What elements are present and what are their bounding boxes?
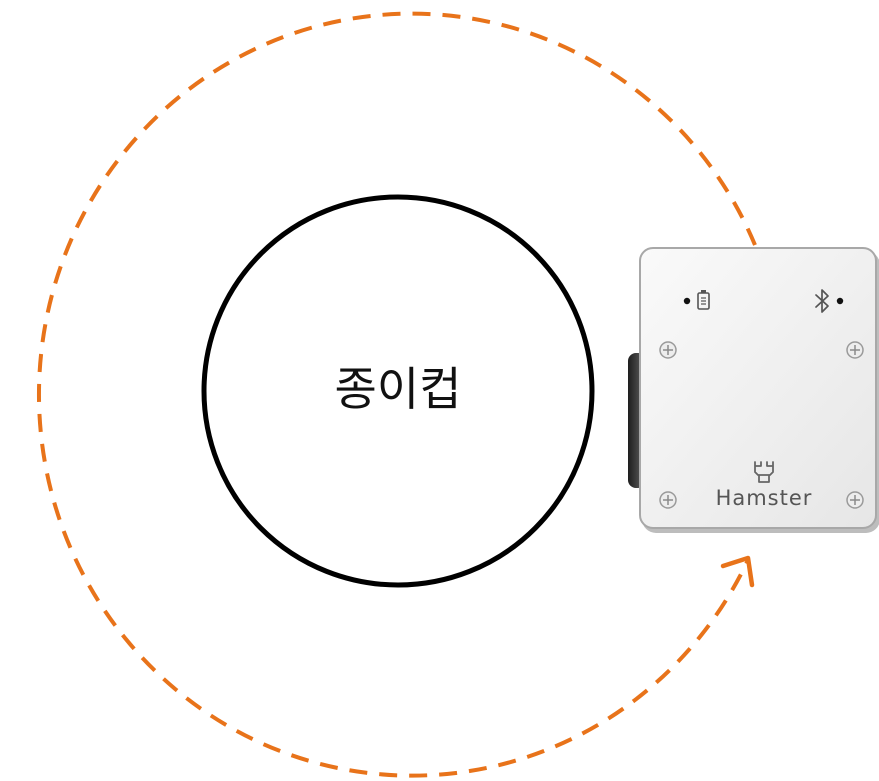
screw-icon — [846, 491, 864, 509]
hamster-logo-icon — [754, 461, 774, 483]
arrow-head-icon — [720, 555, 755, 588]
battery-icon — [697, 290, 710, 310]
cup-label: 종이컵 — [335, 362, 462, 416]
hamster-robot: Hamster — [628, 247, 879, 533]
battery-led-dot — [683, 297, 691, 305]
robot-body — [639, 247, 877, 529]
screw-icon — [846, 341, 864, 359]
robot-brand-label: Hamster — [716, 486, 813, 510]
battery-indicator — [683, 290, 710, 310]
screw-icon — [659, 341, 677, 359]
paper-cup: 종이컵 — [201, 194, 595, 588]
bluetooth-led-dot — [836, 297, 844, 305]
cup-outline — [201, 194, 595, 588]
bluetooth-indicator — [815, 289, 844, 313]
screw-icon — [659, 491, 677, 509]
dashed-circular-path — [37, 11, 757, 778]
bluetooth-icon — [815, 289, 829, 313]
